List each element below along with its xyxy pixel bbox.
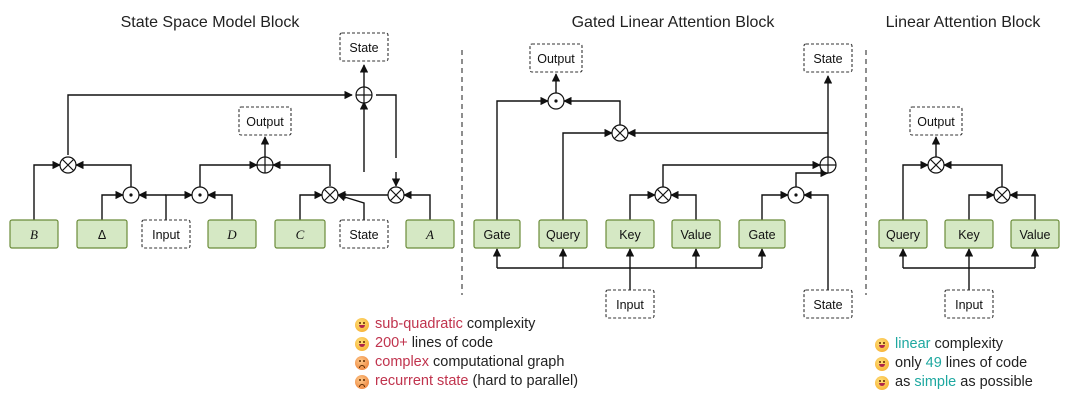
- svg-text:B: B: [30, 227, 38, 242]
- la-input-box: Input: [944, 289, 994, 319]
- note-text: lines of code: [407, 335, 494, 351]
- note-highlight: 200+: [375, 335, 408, 351]
- ssm-block-title: State Space Model Block: [121, 14, 301, 31]
- note-text: complexity: [930, 336, 1003, 352]
- svg-text:Output: Output: [917, 115, 955, 129]
- note-text: computational graph: [429, 354, 565, 370]
- note-text: (hard to parallel): [468, 373, 579, 389]
- svg-text:A: A: [425, 227, 434, 242]
- ssm-input-box: Input: [141, 219, 191, 249]
- note-pre: only: [895, 355, 926, 371]
- note-highlight: sub-quadratic: [375, 316, 463, 332]
- svg-text:Input: Input: [616, 298, 644, 312]
- sad-emoji-icon: [355, 374, 369, 389]
- happy-emoji-icon: [355, 336, 369, 351]
- note-row: only 49 lines of code: [875, 354, 1033, 373]
- ssm-output-box: Output: [238, 106, 292, 136]
- svg-text:Input: Input: [955, 298, 983, 312]
- la-output-box: Output: [909, 106, 963, 136]
- svg-text:Value: Value: [680, 228, 711, 242]
- la-block-title: Linear Attention Block: [886, 14, 1042, 31]
- gla-block-title: Gated Linear Attention Block: [572, 14, 776, 31]
- note-highlight: simple: [914, 374, 957, 390]
- svg-text:State: State: [813, 298, 842, 312]
- svg-text:State: State: [813, 52, 842, 66]
- note-row: linear complexity: [875, 335, 1033, 354]
- note-pre: as: [895, 374, 915, 390]
- svg-text:Key: Key: [958, 228, 980, 242]
- note-highlight: recurrent state: [375, 373, 469, 389]
- svg-text:C: C: [296, 227, 305, 242]
- ssm-a-box: A: [405, 219, 455, 249]
- svg-text:Output: Output: [246, 115, 284, 129]
- svg-text:Value: Value: [1019, 228, 1050, 242]
- note-highlight: 49: [925, 355, 942, 371]
- la-query-box: Query: [878, 219, 928, 249]
- svg-text:Gate: Gate: [748, 228, 775, 242]
- ssm-b-box: B: [9, 219, 59, 249]
- ssm-state-in-box: State: [339, 219, 389, 249]
- happy-emoji-icon: [875, 375, 889, 390]
- notes-right: linear complexity only 49 lines of code …: [875, 335, 1033, 392]
- gla-state-in-box: State: [803, 289, 853, 319]
- gla-gate-left-box: Gate: [473, 219, 521, 249]
- svg-text:Δ: Δ: [98, 228, 106, 242]
- la-block: Output Input Query Key Value: [878, 106, 1060, 319]
- svg-text:Query: Query: [886, 228, 921, 242]
- note-row: 200+ lines of code: [355, 334, 578, 353]
- gla-block: Output State Input State Gate Query Key: [473, 43, 853, 319]
- notes-left: sub-quadratic complexity 200+ lines of c…: [355, 315, 578, 391]
- svg-text:State: State: [349, 228, 378, 242]
- svg-text:D: D: [226, 227, 237, 242]
- note-text: as possible: [956, 374, 1033, 390]
- svg-text:Key: Key: [619, 228, 641, 242]
- svg-text:Output: Output: [537, 52, 575, 66]
- note-row: recurrent state (hard to parallel): [355, 372, 578, 391]
- ssm-state-out-box: State: [339, 32, 389, 62]
- ssm-c-box: C: [274, 219, 326, 249]
- happy-emoji-icon: [875, 337, 889, 352]
- note-text: complexity: [462, 316, 536, 332]
- note-text: lines of code: [941, 355, 1028, 371]
- gla-gate-right-box: Gate: [738, 219, 786, 249]
- gla-key-box: Key: [605, 219, 655, 249]
- note-row: complex computational graph: [355, 353, 578, 372]
- ssm-delta-box: Δ: [76, 219, 128, 249]
- gla-state-out-box: State: [803, 43, 853, 73]
- gla-input-box: Input: [605, 289, 655, 319]
- la-value-box: Value: [1010, 219, 1060, 249]
- ssm-block: State Output B Δ Input D C State: [9, 32, 455, 249]
- note-highlight: complex: [375, 354, 429, 370]
- happy-emoji-icon: [355, 317, 369, 332]
- note-row: sub-quadratic complexity: [355, 315, 578, 334]
- gla-value-box: Value: [671, 219, 721, 249]
- happy-emoji-icon: [875, 356, 889, 371]
- la-key-box: Key: [944, 219, 994, 249]
- svg-text:Input: Input: [152, 228, 180, 242]
- svg-text:Gate: Gate: [483, 228, 510, 242]
- note-row: as simple as possible: [875, 373, 1033, 392]
- note-highlight: linear: [895, 336, 931, 352]
- gla-query-box: Query: [538, 219, 588, 249]
- gla-output-box: Output: [529, 43, 583, 73]
- svg-text:State: State: [349, 41, 378, 55]
- sad-emoji-icon: [355, 355, 369, 370]
- svg-text:Query: Query: [546, 228, 581, 242]
- ssm-d-box: D: [207, 219, 257, 249]
